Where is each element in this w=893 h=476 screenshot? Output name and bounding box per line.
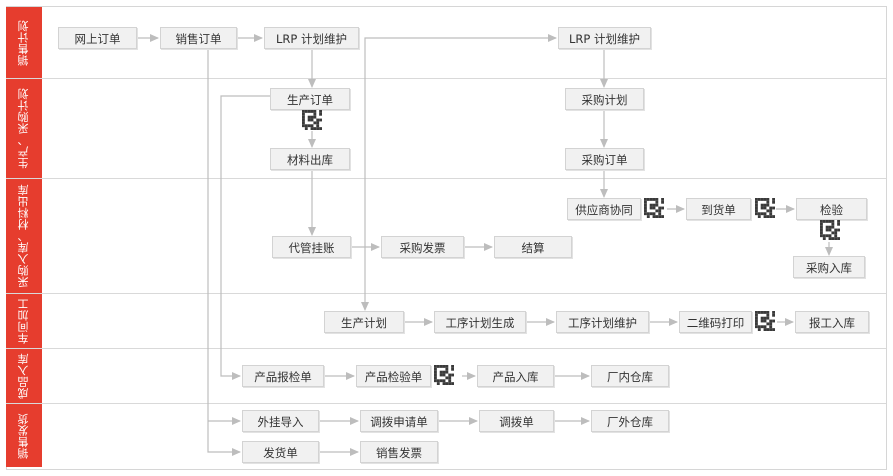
node-material-issue: 材料出库: [270, 148, 350, 170]
node-outsourced-import: 外挂导入: [242, 410, 319, 432]
node-sales-invoice: 销售发票: [360, 441, 438, 463]
lane-divider: [6, 78, 886, 79]
node-online-order: 网上订单: [58, 27, 137, 49]
lane-production-purchase-plan: 生产、采购计划: [6, 79, 42, 178]
node-goods-arrival: 到货单: [686, 198, 751, 220]
node-lrp-plan-maintenance: LRP 计划维护: [264, 27, 359, 49]
lane-divider: [6, 293, 886, 294]
qr-code-icon: [434, 365, 454, 385]
node-product-inspection-report: 产品报检单: [242, 365, 324, 387]
qr-code-icon: [302, 110, 322, 130]
connector-arrow: [207, 49, 241, 456]
node-production-plan: 生产计划: [324, 311, 404, 333]
lane-finished-goods: 成品入库: [6, 349, 42, 403]
lane-sales-delivery: 销售发货: [6, 404, 42, 467]
node-product-inspection-doc: 产品检验单: [356, 365, 431, 387]
qr-code-icon: [755, 198, 775, 218]
qr-code-icon: [755, 311, 775, 331]
lane-sales-plan: 销售计划: [6, 7, 42, 78]
node-settlement: 结算: [494, 236, 572, 258]
node-factory-warehouse: 厂内仓库: [591, 365, 669, 387]
lane-divider: [6, 178, 886, 179]
node-transfer-request: 调拨申请单: [360, 410, 438, 432]
qr-code-icon: [644, 198, 664, 218]
node-process-plan-maintenance: 工序计划维护: [556, 311, 649, 333]
node-lrp-plan-maintenance: LRP 计划维护: [558, 27, 651, 49]
lane-purchase-receipt-material-issue: 采购入库、材料出库: [6, 179, 42, 293]
node-sales-order: 销售订单: [160, 27, 237, 49]
connector-arrow: [364, 34, 557, 175]
node-process-plan-generation: 工序计划生成: [434, 311, 526, 333]
node-purchase-receipt: 采购入库: [793, 256, 865, 278]
node-inspection: 检验: [796, 198, 867, 220]
node-work-report-receipt: 报工入库: [795, 311, 869, 333]
lane-workshop-processing: 车间加工: [6, 294, 42, 348]
node-purchase-order: 采购订单: [565, 148, 644, 170]
node-qr-print: 二维码打印: [679, 311, 752, 333]
node-product-receipt: 产品入库: [477, 365, 554, 387]
node-purchase-plan: 采购计划: [565, 88, 644, 110]
node-external-warehouse: 厂外仓库: [591, 410, 669, 432]
node-production-order: 生产订单: [270, 88, 350, 110]
node-purchase-invoice: 采购发票: [381, 236, 464, 258]
lane-divider: [6, 348, 886, 349]
node-transfer-doc: 调拨单: [479, 410, 554, 432]
node-delivery-note: 发货单: [242, 441, 319, 463]
qr-code-icon: [820, 220, 840, 240]
lane-divider: [6, 403, 886, 404]
node-supplier-collaboration: 供应商协同: [567, 198, 641, 220]
connector-arrow: [220, 95, 270, 380]
node-consignment: 代管挂账: [272, 236, 351, 258]
